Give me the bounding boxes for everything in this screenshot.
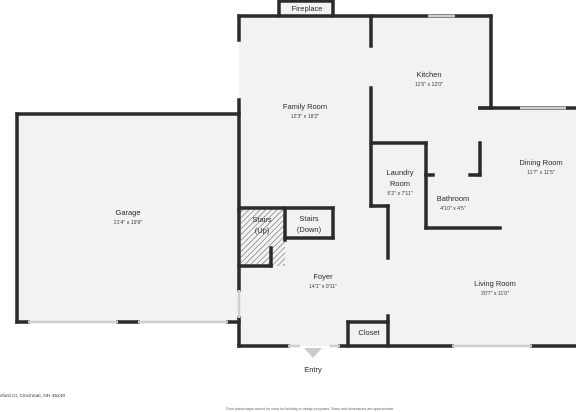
kitchen-dimensions: 11'5" x 12'0": [415, 82, 443, 88]
stairs-up-label-line2: (Up): [255, 226, 270, 235]
closet-label: Closet: [358, 328, 380, 337]
laundry-room-label-line2: Room: [390, 179, 410, 188]
bathroom-label: Bathroom: [437, 194, 470, 203]
stairs-up-label-line1: Stairs: [252, 215, 271, 224]
family-room-dimensions: 12'3" x 18'2": [291, 114, 320, 120]
address-text: xford Ct, Cincinnati, OH 45240: [0, 393, 65, 399]
kitchen-label: Kitchen: [416, 70, 441, 79]
dining-room-dimensions: 11'7" x 11'5": [527, 170, 555, 176]
stairs-down-label-line2: (Down): [297, 225, 322, 234]
windows: [28, 14, 566, 348]
walls: [15, 0, 576, 348]
family-room-label: Family Room: [283, 102, 327, 111]
garage-label: Garage: [115, 208, 140, 217]
laundry-room-dimensions: 5'2" x 7'11": [387, 191, 412, 197]
fireplace-label: Fireplace: [292, 4, 323, 13]
foyer-label: Foyer: [313, 272, 333, 281]
garage-dimensions: 21'4" x 19'9": [114, 220, 143, 226]
entry-arrow-icon: [304, 348, 322, 358]
foyer-dimensions: 14'1" x 9'11": [309, 284, 337, 290]
living-room-label: Living Room: [474, 279, 516, 288]
dining-room-label: Dining Room: [519, 158, 562, 167]
bathroom-dimensions: 4'10" x 4'5": [440, 206, 466, 212]
disclaimer-text: Floor plans/maps cannot be used for buil…: [226, 407, 394, 411]
stairs-down-label-line1: Stairs: [299, 214, 318, 223]
floor-areas: [17, 0, 576, 346]
laundry-room-label-line1: Laundry: [386, 168, 413, 177]
entry-label: Entry: [304, 365, 322, 374]
living-room-dimensions: 20'7" x 11'0": [481, 291, 509, 297]
